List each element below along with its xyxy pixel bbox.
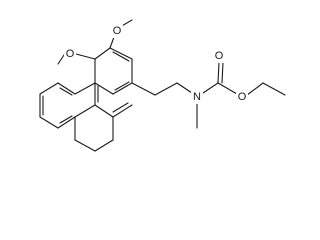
atom-label-n: N <box>193 91 201 103</box>
atom-n: N <box>191 90 203 104</box>
bond-line <box>94 47 111 60</box>
atom-o-methoxy-left: O <box>64 47 76 61</box>
bond-line <box>39 116 59 129</box>
bond-line <box>109 36 115 49</box>
bond-line <box>109 47 133 60</box>
atom-label-o: O <box>238 91 247 103</box>
bond-line <box>112 82 133 95</box>
bond-line <box>112 104 133 118</box>
bond-line <box>262 82 286 96</box>
bond-line <box>74 139 96 152</box>
bond-line <box>39 82 59 95</box>
bond-line <box>74 82 96 95</box>
bond-line <box>112 102 129 113</box>
bond-line <box>217 61 220 84</box>
bond-line <box>131 82 156 96</box>
bond-line <box>94 139 114 152</box>
chemical-structure: O O N O O <box>39 19 286 152</box>
bond-line <box>246 82 264 96</box>
bond-line <box>176 82 193 94</box>
bond-line <box>74 104 96 118</box>
bond-line <box>154 82 178 96</box>
bond-lines <box>39 19 286 152</box>
bond-line <box>75 53 96 60</box>
bond-line <box>94 82 114 95</box>
atom-o-methoxy-top: O <box>111 24 123 38</box>
bond-line <box>112 51 130 62</box>
atom-label-o: O <box>113 25 122 37</box>
atom-o-carbonyl: O <box>213 49 225 63</box>
bond-line <box>57 116 76 129</box>
bond-line <box>57 54 65 65</box>
bond-line <box>202 82 219 94</box>
atom-o-ester: O <box>236 90 248 104</box>
atom-label-o: O <box>66 48 75 60</box>
bond-line <box>217 82 238 95</box>
bond-line <box>221 61 224 84</box>
bond-line <box>57 82 76 95</box>
bond-line <box>59 87 73 96</box>
bond-line <box>59 115 73 124</box>
atom-label-o: O <box>215 50 224 62</box>
bond-line <box>114 81 130 91</box>
bond-line <box>94 104 114 118</box>
